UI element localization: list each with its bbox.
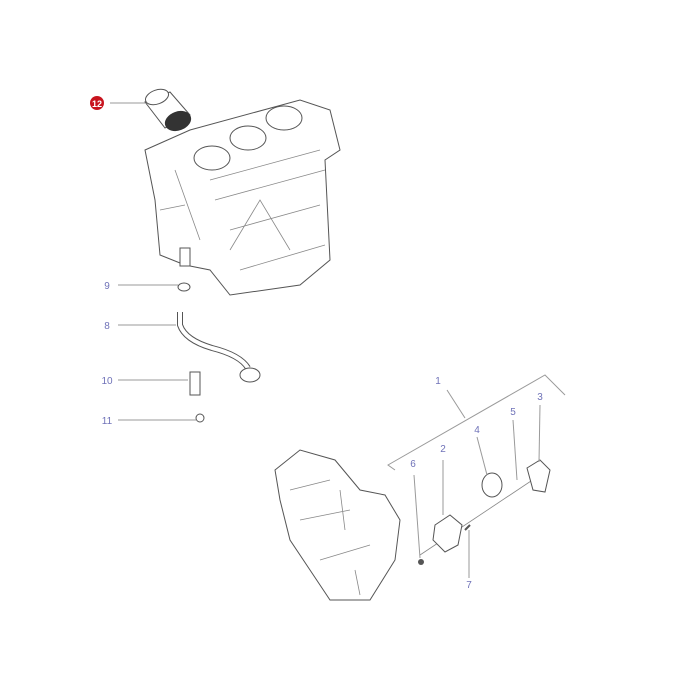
callout-7[interactable]: 7 — [466, 580, 472, 591]
callout-5[interactable]: 5 — [510, 407, 516, 418]
callout-10[interactable]: 10 — [101, 376, 113, 387]
timing-cover — [274, 449, 401, 601]
oil-pipe-part — [177, 282, 261, 423]
callout-11[interactable]: 11 — [102, 416, 113, 427]
callout-8[interactable]: 8 — [104, 321, 110, 332]
callout-2[interactable]: 2 — [440, 444, 446, 455]
engine-block — [144, 99, 341, 296]
callout-12[interactable]: 12 — [90, 96, 104, 110]
callout-label: 12 — [92, 99, 102, 109]
callout-9[interactable]: 9 — [104, 281, 110, 292]
callout-3[interactable]: 3 — [537, 392, 543, 403]
callout-4[interactable]: 4 — [474, 425, 480, 436]
callout-6[interactable]: 6 — [410, 459, 416, 470]
leader-lines — [110, 102, 566, 578]
oil-filter-part — [144, 88, 192, 132]
pump-parts — [418, 459, 551, 565]
callout-1[interactable]: 1 — [435, 376, 441, 387]
